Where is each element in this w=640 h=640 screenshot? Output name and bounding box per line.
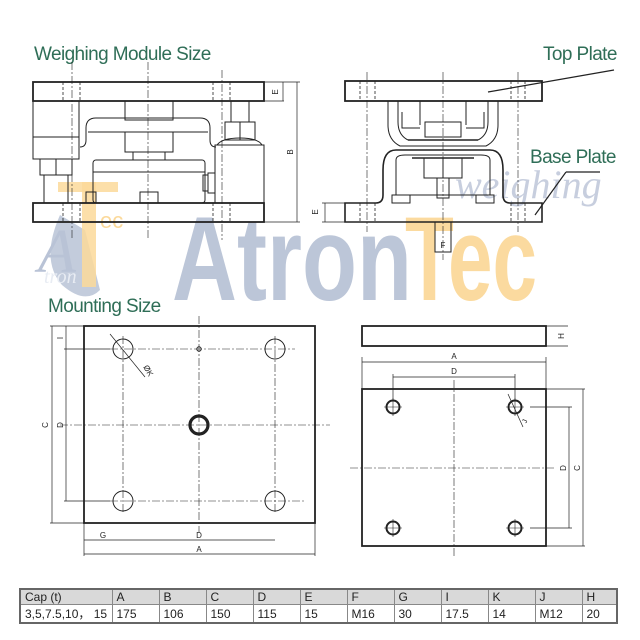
cell-a: 175 [111, 604, 160, 624]
watermark-logo: A tron ec [34, 182, 123, 297]
header-h: H [581, 588, 618, 605]
cell-e: 15 [299, 604, 348, 624]
dim-label-b: B [286, 149, 295, 154]
watermark-brand-tec: Tec [405, 192, 537, 326]
cell-g: 30 [393, 604, 442, 624]
cell-j: M12 [534, 604, 583, 624]
header-i: I [440, 588, 489, 605]
dim-label-e-front: E [271, 89, 280, 94]
watermark-brand-atron: Atron [172, 192, 412, 326]
base-plate-mounting-drawing [50, 316, 330, 556]
cell-b: 106 [158, 604, 207, 624]
dim-label-d-horizontal-top: D [451, 367, 457, 376]
cell-i: 17.5 [440, 604, 489, 624]
dim-label-g: G [100, 531, 106, 540]
header-c: C [205, 588, 254, 605]
header-d: D [252, 588, 301, 605]
dim-label-k: ØK [141, 363, 155, 378]
mounting-size-title: Mounting Size [48, 296, 161, 317]
dim-label-e-side: E [311, 209, 320, 214]
header-e: E [299, 588, 348, 605]
cell-c: 150 [205, 604, 254, 624]
dim-label-i: I [56, 337, 65, 339]
dim-label-h: H [557, 333, 566, 339]
top-plate-label: Top Plate [543, 44, 617, 65]
dim-label-j: J [522, 419, 530, 425]
watermark-logo-tron: tron [44, 266, 77, 288]
top-plate-mounting-drawing [350, 325, 585, 556]
cell-h: 20 [581, 604, 618, 624]
front-view-drawing [32, 62, 300, 240]
dim-label-a-base: A [196, 545, 202, 554]
cell-k: 14 [487, 604, 536, 624]
dim-label-d-vertical-top: D [559, 465, 568, 471]
dim-label-c-base: C [41, 422, 50, 428]
spec-table-header-row: Cap (t) A B C D E F G I K J H [19, 588, 618, 605]
header-cap: Cap (t) [19, 588, 113, 605]
dim-label-d-horizontal-base: D [196, 531, 202, 540]
cell-f: M16 [346, 604, 395, 624]
header-k: K [487, 588, 536, 605]
header-b: B [158, 588, 207, 605]
cell-cap: 3,5,7.5,10， 15 [19, 604, 113, 624]
dim-label-d-vertical-base: D [56, 422, 65, 428]
base-plate-label: Base Plate [530, 147, 617, 168]
side-view-drawing [322, 69, 615, 260]
dim-label-f: F [441, 241, 446, 250]
watermark-logo-ec: ec [100, 208, 123, 233]
header-g: G [393, 588, 442, 605]
weighing-module-size-title: Weighing Module Size [34, 44, 211, 65]
header-a: A [111, 588, 160, 605]
cell-d: 115 [252, 604, 301, 624]
header-f: F [346, 588, 395, 605]
watermark-logo-a: A [34, 218, 77, 286]
dim-label-a-top: A [451, 352, 457, 361]
table-row: 3,5,7.5,10， 15 175 106 150 115 15 M16 30… [19, 604, 618, 624]
spec-table: Cap (t) A B C D E F G I K J H 3,5,7.5,10… [19, 588, 618, 624]
dim-label-c-top: C [573, 465, 582, 471]
header-j: J [534, 588, 583, 605]
watermark-tagline: weighing [455, 162, 602, 207]
